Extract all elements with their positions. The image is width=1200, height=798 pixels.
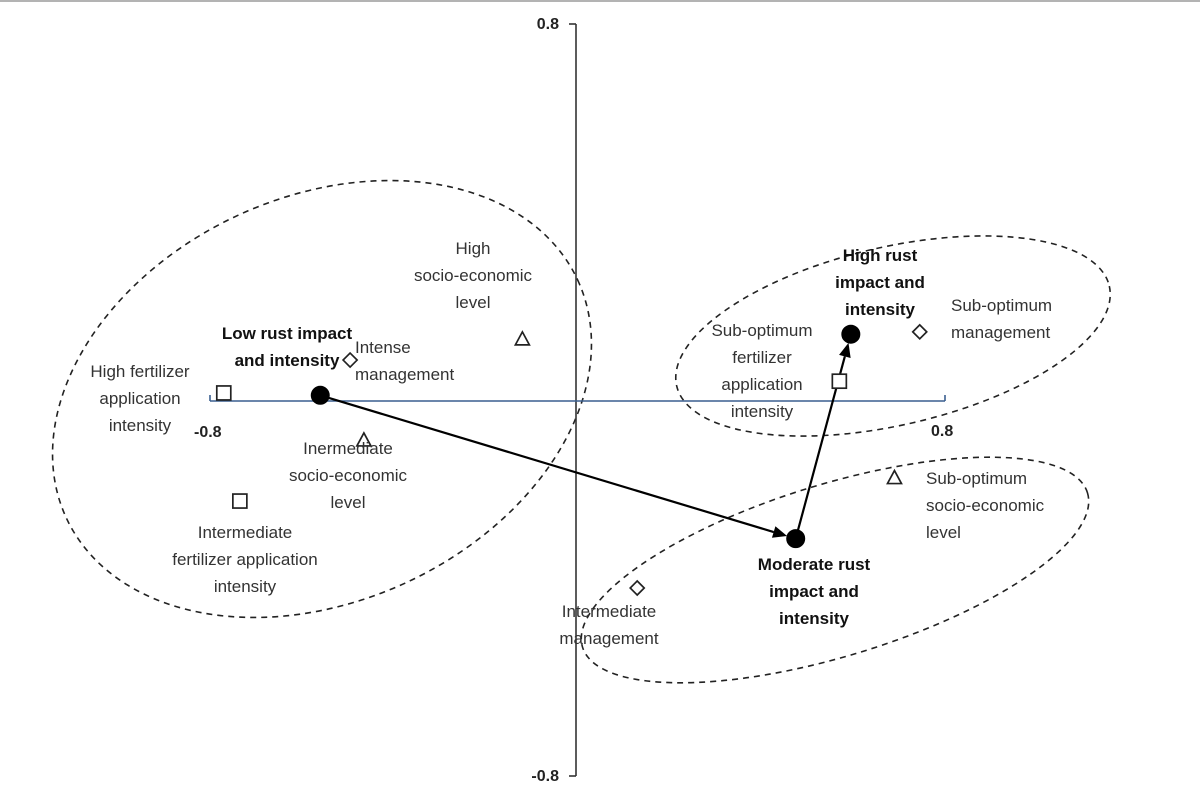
y-tick-label: -0.8 <box>531 768 559 785</box>
label-line: level <box>456 293 491 312</box>
marker-high-socio-economic-level <box>513 330 531 346</box>
label-moderate-rust-impact-and-intensity: Moderate rust impact and intensity <box>758 555 871 628</box>
label-sub-optimum-socio-economic-level: Sub-optimum socio-economic level <box>926 469 1045 542</box>
label-line: High <box>456 239 491 258</box>
label-line: application <box>99 389 180 408</box>
group-ellipse-2 <box>674 235 1112 437</box>
x-tick-label: 0.8 <box>931 423 953 440</box>
label-line: intensity <box>779 609 849 628</box>
marker-moderate-rust-impact-and-intensity <box>786 529 806 549</box>
trajectory-arrowhead <box>771 526 788 538</box>
group-ellipse-1 <box>51 179 593 619</box>
label-line: Sub-optimum <box>926 469 1027 488</box>
label-line: fertilizer application <box>172 550 318 569</box>
label-intermediate-fertilizer-application-intensity: Intermediate fertilizer application intens… <box>172 523 318 596</box>
label-line: intensity <box>109 416 172 435</box>
label-line: intensity <box>214 577 277 596</box>
label-line: Inermediate <box>303 439 393 458</box>
group-ellipse-3 <box>580 456 1090 684</box>
marker-inermediate-socio-economic-level <box>355 431 373 447</box>
y-tick-label: 0.8 <box>537 16 559 33</box>
label-line: socio-economic <box>926 496 1045 515</box>
marker-intense-management <box>341 351 359 369</box>
label-line: and intensity <box>235 351 340 370</box>
label-line: Intermediate <box>198 523 293 542</box>
label-sub-optimum-fertilizer-application-intensity: Sub-optimum fertilizer application intensit… <box>711 321 812 421</box>
label-inermediate-socio-economic-level: Inermediate socio-economic level <box>289 439 408 512</box>
label-line: application <box>721 375 802 394</box>
label-line: impact and <box>835 273 925 292</box>
label-line: High fertilizer <box>90 362 190 381</box>
label-line: management <box>355 365 455 384</box>
label-line: impact and <box>769 582 859 601</box>
label-line: level <box>331 493 366 512</box>
label-line: management <box>951 323 1051 342</box>
group-ellipses <box>51 179 1112 684</box>
label-line: Low rust impact <box>222 324 353 343</box>
trajectory-arrowhead <box>839 342 851 358</box>
label-line: management <box>559 629 659 648</box>
x-tick-label: -0.8 <box>194 424 222 441</box>
axes: 0.8 -0.8 -0.8 0.8 <box>194 16 953 785</box>
label-line: socio-economic <box>289 466 408 485</box>
label-line: Moderate rust <box>758 555 871 574</box>
label-line: fertilizer <box>732 348 792 367</box>
label-sub-optimum-management: Sub-optimum management <box>951 296 1052 342</box>
label-line: Intermediate <box>562 602 657 621</box>
marker-low-rust-impact-and-intensity <box>310 385 330 405</box>
label-high-rust-impact-and-intensity: High rust impact and intensity <box>835 246 925 319</box>
label-high-fertilizer-application-intensity: High fertilizer application intensity <box>90 362 190 435</box>
marker-sub-optimum-management <box>911 323 928 341</box>
label-line: Intense <box>355 338 411 357</box>
label-line: intensity <box>845 300 915 319</box>
marker-high-fertilizer-application-intensity <box>215 385 232 401</box>
label-intense-management: Intense management <box>355 338 455 384</box>
label-line: High rust <box>843 246 918 265</box>
marker-sub-optimum-socio-economic-level <box>886 468 903 485</box>
data-markers <box>215 323 928 597</box>
label-low-rust-impact-and-intensity: Low rust impact and intensity <box>222 324 353 370</box>
marker-intermediate-fertilizer-application-intensity <box>232 493 248 509</box>
label-line: Sub-optimum <box>711 321 812 340</box>
marker-intermediate-management <box>629 579 646 597</box>
marker-high-rust-impact-and-intensity <box>841 324 861 344</box>
label-intermediate-management: Intermediate management <box>559 602 659 648</box>
label-line: level <box>926 523 961 542</box>
label-line: intensity <box>731 402 794 421</box>
label-line: socio-economic <box>414 266 533 285</box>
label-line: Sub-optimum <box>951 296 1052 315</box>
marker-sub-optimum-fertilizer-application-intensity <box>831 373 848 390</box>
label-high-socio-economic-level: High socio-economic level <box>414 239 533 312</box>
trajectory-segment <box>328 396 774 534</box>
